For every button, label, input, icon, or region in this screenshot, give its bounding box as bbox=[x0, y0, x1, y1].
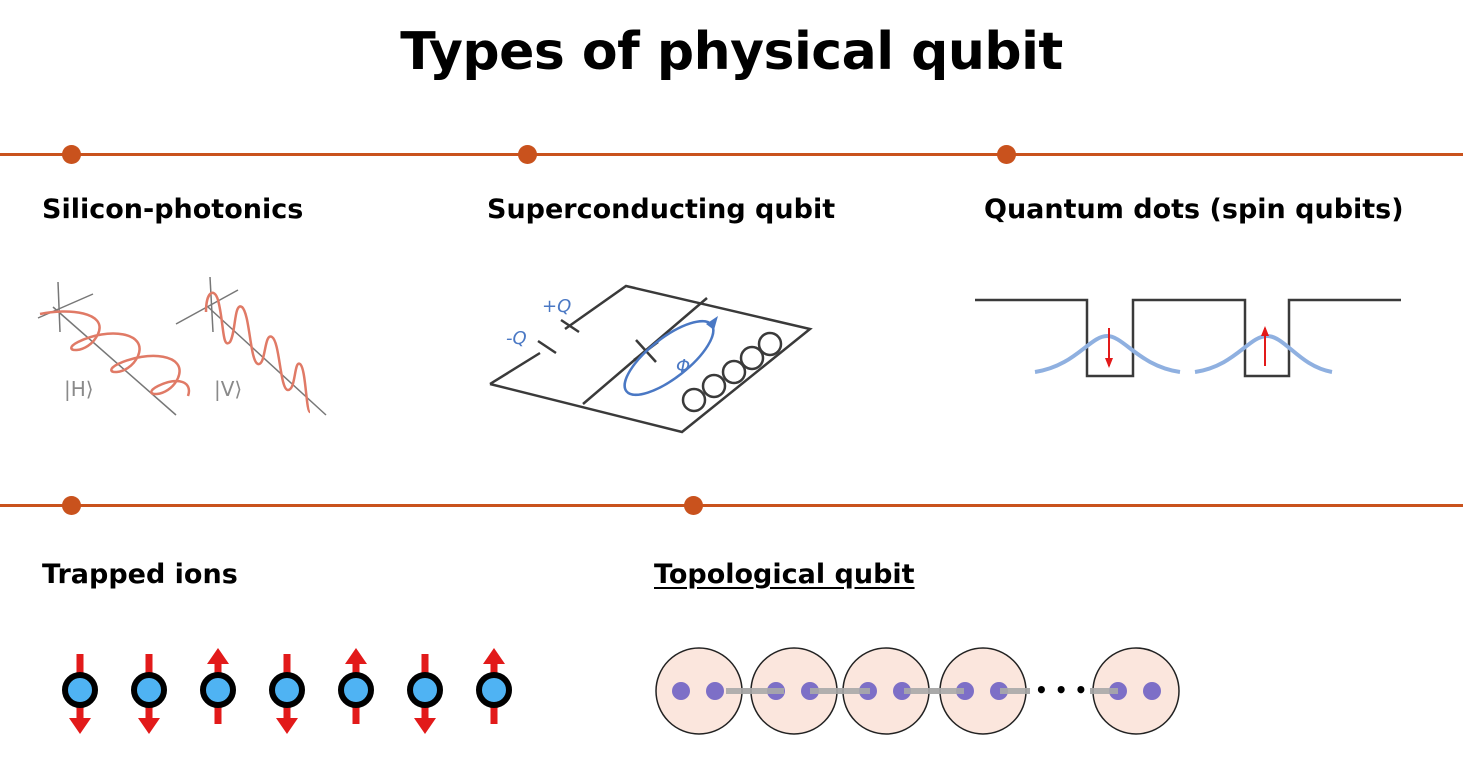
ion-icon bbox=[200, 672, 236, 708]
arrow-up-icon bbox=[345, 648, 367, 664]
arrow-up-icon bbox=[207, 648, 229, 664]
trapped-ions-figure bbox=[62, 648, 512, 734]
nanowire-cell bbox=[842, 647, 930, 735]
ion-icon bbox=[476, 672, 512, 708]
coupling-bar bbox=[1000, 688, 1028, 694]
wave-h bbox=[39, 310, 191, 397]
timeline-dot-topological bbox=[684, 496, 703, 515]
coupling-bar bbox=[904, 688, 964, 694]
label-silicon-photonics: Silicon-photonics bbox=[42, 194, 304, 225]
arrow-up-icon bbox=[483, 648, 505, 664]
ion-icon bbox=[62, 672, 98, 708]
photonics-h-polarization: |H⟩ bbox=[37, 281, 191, 416]
flux-symbol: Φ bbox=[676, 356, 690, 377]
ion-icon bbox=[131, 672, 167, 708]
ion-spin-down bbox=[407, 654, 443, 734]
label-topological-qubit: Topological qubit bbox=[654, 559, 915, 590]
plus-q-label: +Q bbox=[542, 296, 571, 317]
topological-qubit-figure: • • • bbox=[655, 647, 1180, 735]
majorana-mode bbox=[990, 682, 1008, 700]
ion-icon bbox=[269, 672, 305, 708]
coupling-bar bbox=[1092, 688, 1118, 694]
page-title: Types of physical qubit bbox=[400, 22, 1063, 82]
coupling-bar bbox=[810, 688, 870, 694]
superconducting-circuit-figure: Φ +Q -Q bbox=[489, 284, 813, 434]
ion-icon bbox=[407, 672, 443, 708]
label-quantum-dots: Quantum dots (spin qubits) bbox=[984, 194, 1404, 225]
potential-well bbox=[975, 298, 1401, 378]
nanowire-cell bbox=[655, 647, 743, 735]
ellipsis: • • • bbox=[1035, 678, 1087, 702]
ion-spin-up bbox=[476, 648, 512, 724]
label-superconducting-qubit: Superconducting qubit bbox=[487, 194, 836, 225]
label-trapped-ions: Trapped ions bbox=[42, 559, 238, 590]
ion-spin-down bbox=[131, 654, 167, 734]
ion-icon bbox=[338, 672, 374, 708]
majorana-mode bbox=[1143, 682, 1161, 700]
majorana-mode bbox=[672, 682, 690, 700]
spin-arrow-up-icon bbox=[1261, 326, 1269, 366]
majorana-mode bbox=[706, 682, 724, 700]
quantum-dots-figure bbox=[975, 298, 1401, 378]
minus-q-label: -Q bbox=[506, 328, 527, 349]
arrow-down-icon bbox=[414, 718, 436, 734]
state-h-label: |H⟩ bbox=[64, 377, 94, 401]
wavefunction-right bbox=[1194, 333, 1333, 374]
state-v-label: |V⟩ bbox=[214, 377, 242, 401]
timeline-dot-superconducting bbox=[518, 145, 537, 164]
row-divider-top bbox=[0, 153, 1463, 156]
timeline-dot-quantum-dots bbox=[997, 145, 1016, 164]
flux-arrow-icon bbox=[706, 316, 718, 330]
spin-arrow-down-icon bbox=[1105, 328, 1113, 368]
ion-spin-down bbox=[62, 654, 98, 734]
arrow-down-icon bbox=[138, 718, 160, 734]
photonics-figure: |H⟩ |V⟩ bbox=[37, 276, 327, 416]
nanowire-cell bbox=[939, 647, 1027, 735]
timeline-dot-trapped-ions bbox=[62, 496, 81, 515]
majorana-mode bbox=[893, 682, 911, 700]
ion-spin-down bbox=[269, 654, 305, 734]
row-divider-bottom bbox=[0, 504, 1463, 507]
ion-spin-up bbox=[338, 648, 374, 724]
ion-spin-up bbox=[200, 648, 236, 724]
inductor-coil bbox=[681, 331, 783, 413]
wavefunction-left bbox=[1034, 333, 1181, 374]
wave-v bbox=[204, 291, 312, 414]
majorana-mode bbox=[956, 682, 974, 700]
timeline-dot-silicon-photonics bbox=[62, 145, 81, 164]
coupling-bar bbox=[726, 688, 784, 694]
arrow-down-icon bbox=[276, 718, 298, 734]
photonics-v-polarization: |V⟩ bbox=[175, 276, 327, 416]
arrow-down-icon bbox=[69, 718, 91, 734]
